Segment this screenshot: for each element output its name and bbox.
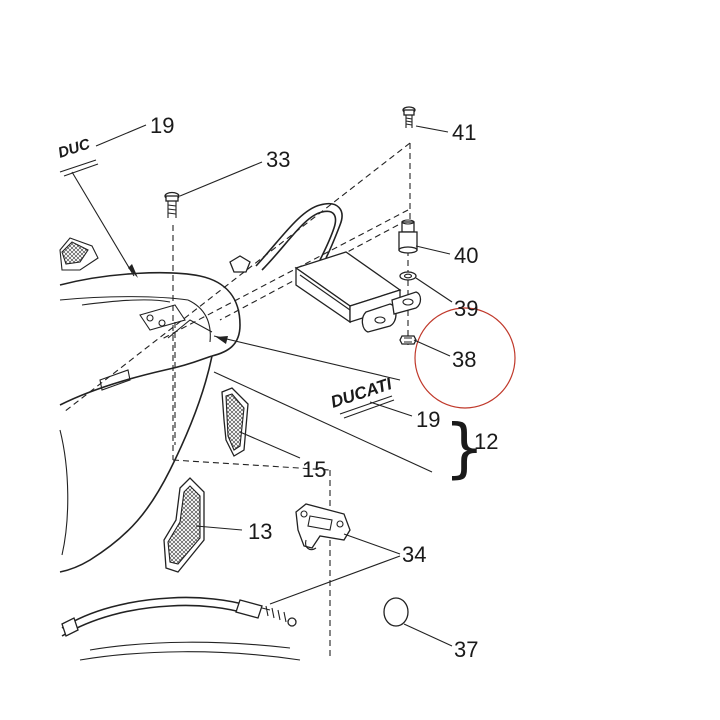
washer-39 — [399, 271, 417, 281]
tail-fairing — [59, 237, 301, 661]
callout-19-top: 19 — [150, 113, 174, 138]
nut-38 — [399, 335, 417, 345]
brace-12: } — [444, 412, 485, 486]
ducati-decal: DUCATI — [328, 374, 395, 419]
screw-33 — [164, 191, 180, 218]
o-ring-37 — [383, 597, 409, 627]
callout-13: 13 — [248, 519, 272, 544]
seat-latch-34 — [295, 503, 351, 551]
arrowheads — [128, 264, 228, 344]
ducati-decal-partial: DUC — [56, 135, 99, 177]
callout-37: 37 — [454, 637, 478, 662]
callout-39: 39 — [454, 296, 478, 321]
callout-38: 38 — [452, 347, 476, 372]
callout-41: 41 — [452, 120, 476, 145]
callout-15: 15 — [302, 457, 326, 482]
electronic-module — [294, 251, 422, 333]
highlight-circle-38 — [414, 307, 516, 409]
callout-34: 34 — [402, 542, 426, 567]
callout-12: 12 — [474, 429, 498, 454]
seat-release-cable — [61, 596, 297, 637]
vent-hose — [229, 203, 343, 273]
callout-19-mid: 19 — [416, 407, 440, 432]
side-panel-15 — [221, 387, 249, 457]
spacer-40 — [398, 219, 418, 254]
screw-41 — [402, 106, 416, 128]
side-panel-13 — [163, 477, 205, 573]
ducati-logo-partial: DUC — [56, 135, 93, 162]
callout-33: 33 — [266, 147, 290, 172]
leader-lines — [71, 124, 453, 647]
callout-40: 40 — [454, 243, 478, 268]
